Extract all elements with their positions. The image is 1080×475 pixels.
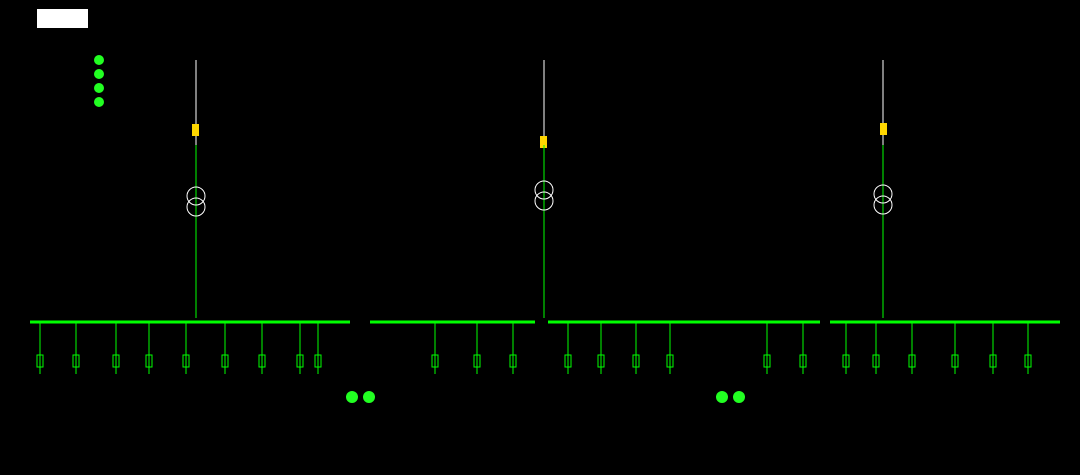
transformer-2[interactable] (534, 180, 554, 211)
outgoing-breaker-18[interactable] (799, 354, 807, 368)
outgoing-breaker-22[interactable] (951, 354, 959, 368)
feeder-2 (540, 60, 547, 318)
outgoing-breaker-20[interactable] (872, 354, 880, 368)
outgoing-breaker-2[interactable] (72, 354, 80, 368)
feeder-1 (192, 60, 199, 318)
outgoing-breaker-5[interactable] (182, 354, 190, 368)
incoming-breaker[interactable] (880, 123, 887, 135)
outgoing-breaker-17[interactable] (763, 354, 771, 368)
indicator-lamp (94, 97, 104, 107)
bus-tie-indicator[interactable] (363, 391, 375, 403)
legend (94, 55, 104, 107)
transformer-3[interactable] (873, 184, 893, 215)
outgoing-breaker-4[interactable] (145, 354, 153, 368)
outgoing-breaker-21[interactable] (908, 354, 916, 368)
outgoing-breaker-19[interactable] (842, 354, 850, 368)
outgoing-breaker-7[interactable] (258, 354, 266, 368)
outgoing-breaker-24[interactable] (1024, 354, 1032, 368)
outgoing-breaker-23[interactable] (989, 354, 997, 368)
outgoing-bays (36, 322, 1032, 374)
outgoing-breaker-10[interactable] (431, 354, 439, 368)
outgoing-breaker-8[interactable] (296, 354, 304, 368)
outgoing-breaker-3[interactable] (112, 354, 120, 368)
outgoing-breaker-1[interactable] (36, 354, 44, 368)
header-white-block (37, 9, 88, 28)
indicator-lamp (94, 69, 104, 79)
outgoing-breaker-16[interactable] (666, 354, 674, 368)
outgoing-breaker-6[interactable] (221, 354, 229, 368)
outgoing-breaker-9[interactable] (314, 354, 322, 368)
incoming-breaker[interactable] (540, 136, 547, 148)
outgoing-breaker-15[interactable] (632, 354, 640, 368)
indicator-lamp (94, 83, 104, 93)
bus-tie-indicator[interactable] (733, 391, 745, 403)
outgoing-breaker-13[interactable] (564, 354, 572, 368)
incoming-breaker[interactable] (192, 124, 199, 136)
bus-tie-indicator[interactable] (716, 391, 728, 403)
bus-tie-indicator[interactable] (346, 391, 358, 403)
outgoing-breaker-14[interactable] (597, 354, 605, 368)
transformer-1[interactable] (186, 186, 206, 217)
outgoing-breaker-11[interactable] (473, 354, 481, 368)
indicator-lamp (94, 55, 104, 65)
outgoing-breaker-12[interactable] (509, 354, 517, 368)
feeder-3 (880, 60, 887, 318)
